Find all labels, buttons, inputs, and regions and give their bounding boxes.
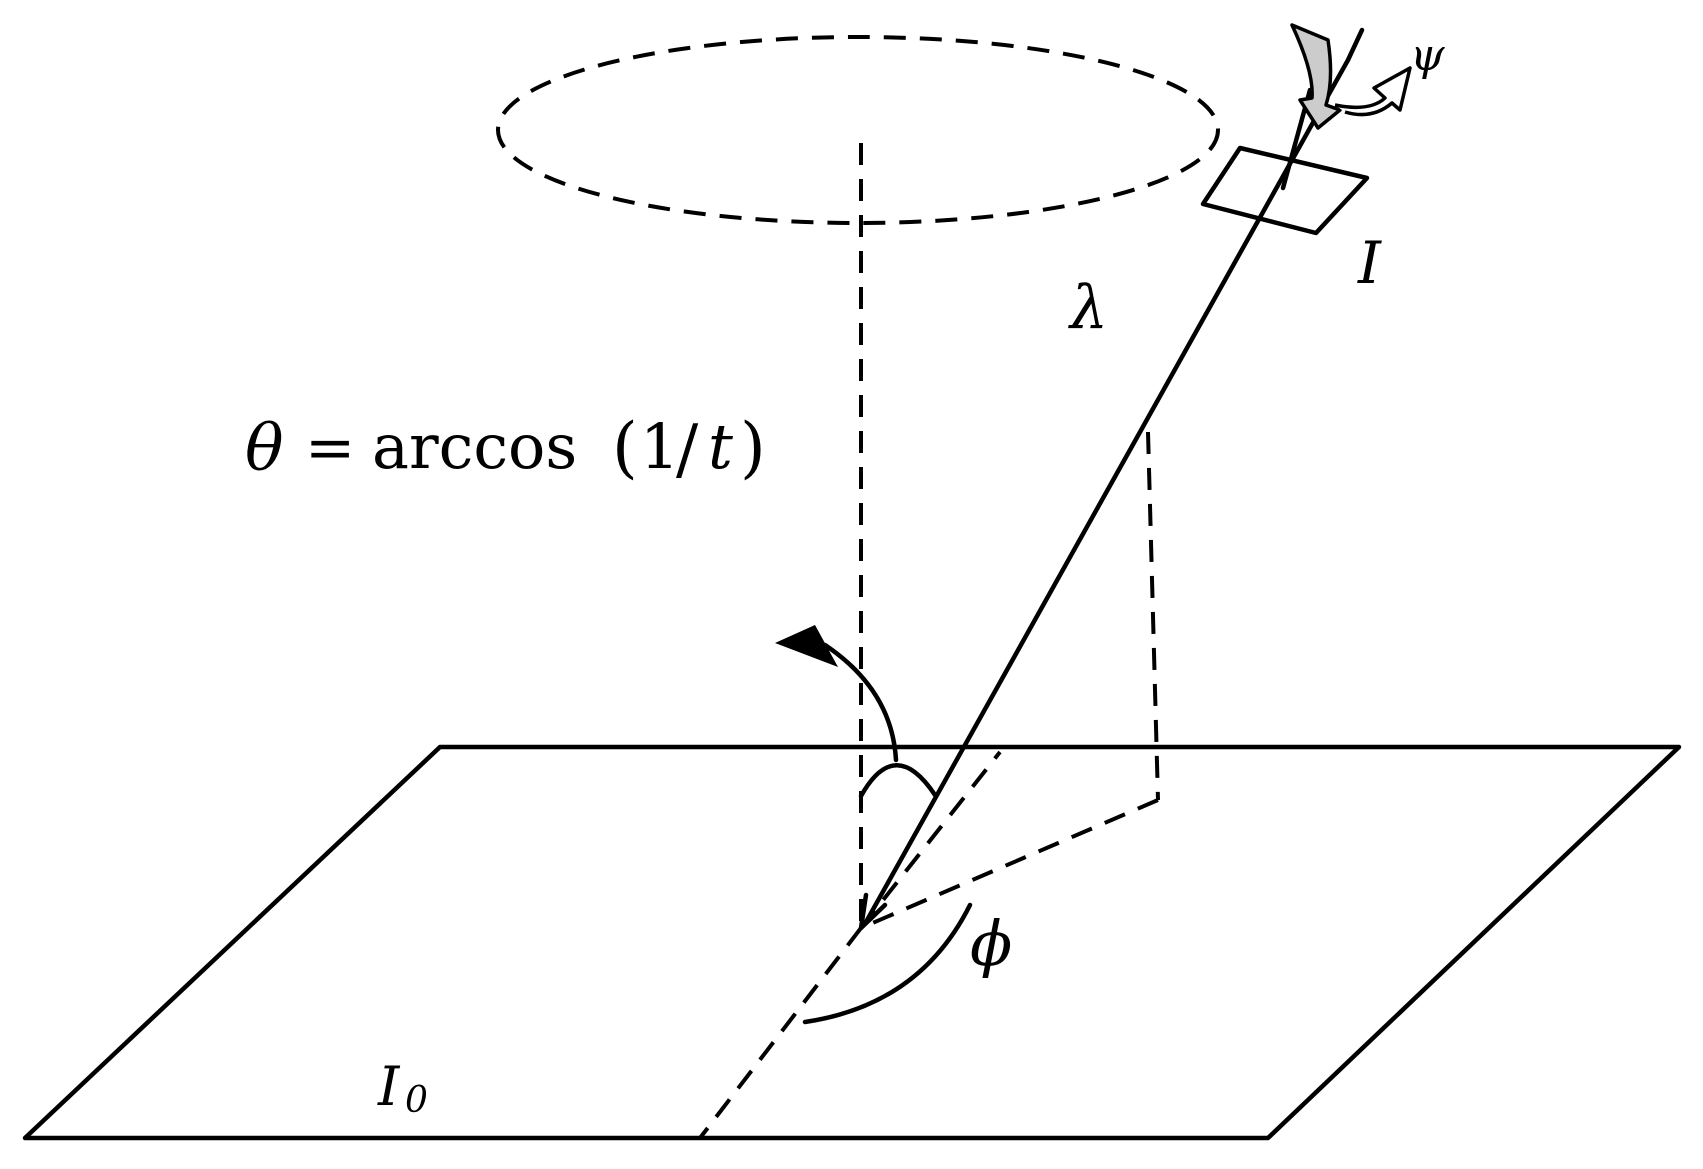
psi-axis-tip: [1345, 27, 1365, 63]
equation-close-paren: ): [740, 409, 766, 486]
theta-equation: θ = arccos ( 1 / t ): [245, 409, 766, 488]
camera-plane-label: I: [1357, 229, 1382, 297]
psi-rotation-arrow: [1290, 23, 1342, 130]
equation-slash: /: [676, 411, 699, 488]
equation-theta: θ: [245, 412, 284, 486]
theta-angle-arc: [858, 763, 938, 799]
optical-axis-line: [863, 57, 1351, 925]
equation-open-paren: (: [612, 409, 638, 486]
ground-plane-label-main: I: [377, 1055, 401, 1118]
theta-rotation-arrow: [822, 642, 899, 763]
ground-plane-label: I 0: [377, 1055, 428, 1121]
psi-label: ψ: [1410, 30, 1445, 81]
orbit-ellipse: [496, 35, 1220, 225]
ground-plane-label-subscript: 0: [405, 1080, 428, 1121]
projection-drop-dashed: [1146, 431, 1160, 801]
projection-ground-dashed: [860, 798, 1159, 930]
ground-plane: [22, 744, 1682, 1141]
camera-image-plane: [1200, 145, 1370, 236]
equation-numerator: 1: [640, 410, 679, 483]
ground-direction-dashed-down: [698, 926, 863, 1140]
equation-equals: =: [305, 413, 355, 483]
phi-label: ϕ: [970, 907, 1012, 980]
ground-direction-dashed-up: [859, 750, 1002, 930]
phi-angle-arc: [802, 902, 973, 1025]
optical-axis-arrowhead: [858, 892, 888, 931]
equation-variable: t: [708, 410, 733, 483]
equation-function: arccos: [372, 410, 577, 483]
theta-arrowhead: [775, 625, 838, 667]
lambda-label: λ: [1068, 273, 1108, 343]
psi-outline-arrow: [1334, 66, 1412, 117]
